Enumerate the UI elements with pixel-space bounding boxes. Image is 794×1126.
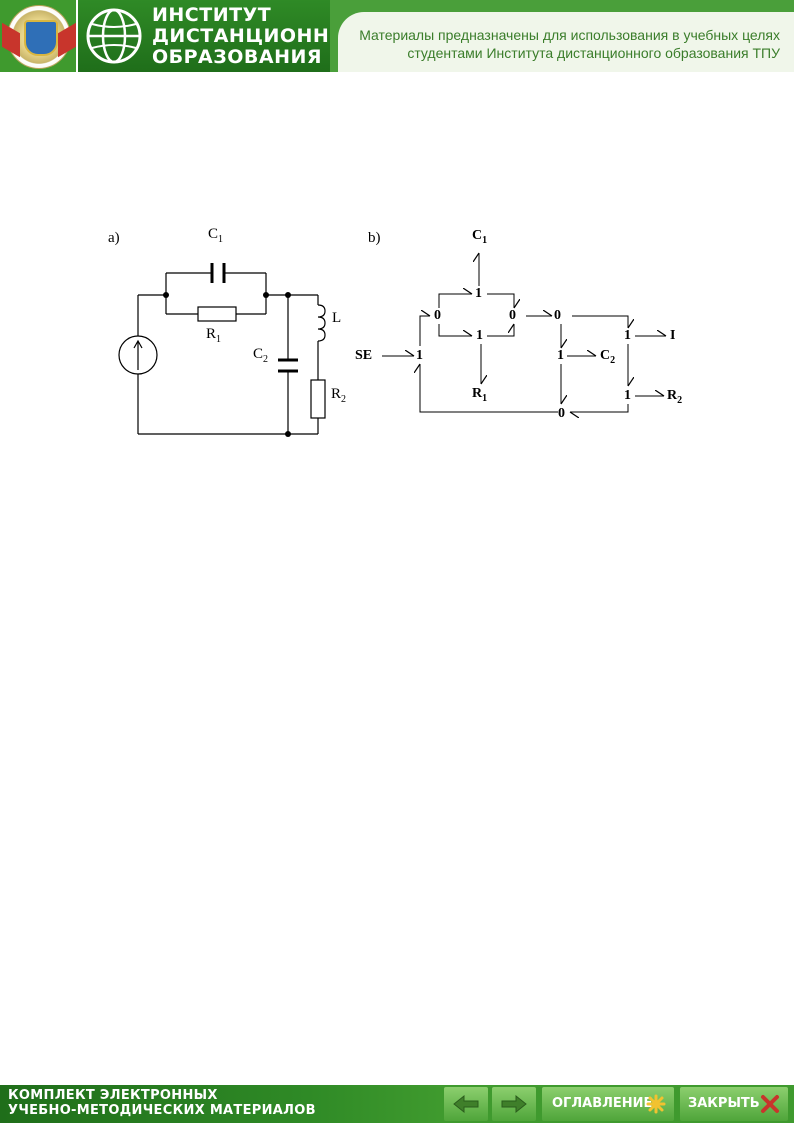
junction-bottom-0: 0: [558, 406, 565, 421]
university-logo-panel: [0, 0, 76, 72]
contents-button-label: ОГЛАВЛЕНИЕ: [552, 1096, 653, 1111]
current-source-symbol: [118, 335, 158, 375]
institute-title-line3: ОБРАЗОВАНИЯ: [152, 46, 323, 68]
usage-notice-line2: студентами Института дистанционного обра…: [407, 45, 780, 61]
bond-i-label: I: [670, 328, 676, 343]
bond-c1-label: C1: [472, 228, 488, 246]
footer-title-line1: КОМПЛЕКТ ЭЛЕКТРОННЫХ: [8, 1088, 218, 1103]
junction-mid-0: 0: [509, 308, 516, 323]
next-page-button[interactable]: [492, 1087, 536, 1121]
close-button[interactable]: ЗАКРЫТЬ: [680, 1087, 788, 1121]
globe-icon: [86, 8, 142, 64]
usage-notice-panel: Материалы предназначены для использовани…: [330, 0, 794, 72]
bond-se-label: SE: [355, 348, 373, 363]
bond-graph: [382, 253, 666, 412]
resistor-r1: [197, 306, 237, 322]
page-footer: КОМПЛЕКТ ЭЛЕКТРОННЫХ УЧЕБНО-МЕТОДИЧЕСКИХ…: [0, 1085, 794, 1123]
resistor-r2: [310, 379, 326, 419]
footer-title: КОМПЛЕКТ ЭЛЕКТРОННЫХ УЧЕБНО-МЕТОДИЧЕСКИХ…: [8, 1088, 316, 1118]
circuit-diagram: [118, 263, 326, 435]
arrow-right-icon: [501, 1094, 527, 1114]
institute-title: ИНСТИТУТ ДИСТАНЦИОННОГО ОБРАЗОВАНИЯ: [152, 5, 375, 68]
institute-title-line2: ДИСТАНЦИОННОГО: [152, 25, 376, 47]
usage-notice: Материалы предназначены для использовани…: [340, 26, 780, 62]
bond-r1-label: R1: [472, 386, 488, 404]
junction-i-1: 1: [624, 328, 631, 343]
junction-c2-1: 1: [557, 348, 564, 363]
l-label: L: [332, 310, 342, 326]
figure-drawing: [118, 220, 700, 437]
bond-r2-label: R2: [667, 388, 683, 406]
page-header: ИНСТИТУТ ДИСТАНЦИОННОГО ОБРАЗОВАНИЯ Мате…: [0, 0, 794, 72]
junction-top-1: 1: [475, 286, 482, 301]
contents-button[interactable]: ОГЛАВЛЕНИЕ: [542, 1087, 674, 1121]
r2-label: R2: [331, 386, 347, 405]
star-icon: [646, 1094, 666, 1114]
circuit-figure: a) b) C1 R1 C2 L R2 C1 1 0 0 0 1 1 I SE …: [100, 220, 700, 450]
usage-notice-line1: Материалы предназначены для использовани…: [359, 27, 780, 43]
close-icon: [761, 1095, 779, 1113]
junction-mid-1: 1: [476, 328, 483, 343]
university-seal-icon: [2, 5, 76, 69]
arrow-left-icon: [453, 1094, 479, 1114]
previous-page-button[interactable]: [444, 1087, 488, 1121]
institute-title-line1: ИНСТИТУТ: [152, 4, 272, 26]
footer-title-panel: КОМПЛЕКТ ЭЛЕКТРОННЫХ УЧЕБНО-МЕТОДИЧЕСКИХ…: [0, 1085, 440, 1123]
inductor-l: [317, 304, 326, 342]
panel-b-label: b): [368, 230, 381, 246]
junction-left-0: 0: [434, 308, 441, 323]
bond-c2-label: C2: [600, 348, 616, 366]
junction-r2-1: 1: [624, 388, 631, 403]
c1-label: C1: [208, 226, 224, 245]
footer-title-line2: УЧЕБНО-МЕТОДИЧЕСКИХ МАТЕРИАЛОВ: [8, 1103, 316, 1118]
panel-a-label: a): [108, 230, 120, 246]
close-button-label: ЗАКРЫТЬ: [688, 1096, 760, 1111]
junction-right-0: 0: [554, 308, 561, 323]
r1-label: R1: [206, 326, 222, 345]
institute-title-panel: ИНСТИТУТ ДИСТАНЦИОННОГО ОБРАЗОВАНИЯ: [78, 0, 375, 72]
c2-label: C2: [253, 346, 269, 365]
circuit-nodes: [163, 292, 291, 437]
junction-se-1: 1: [416, 348, 423, 363]
